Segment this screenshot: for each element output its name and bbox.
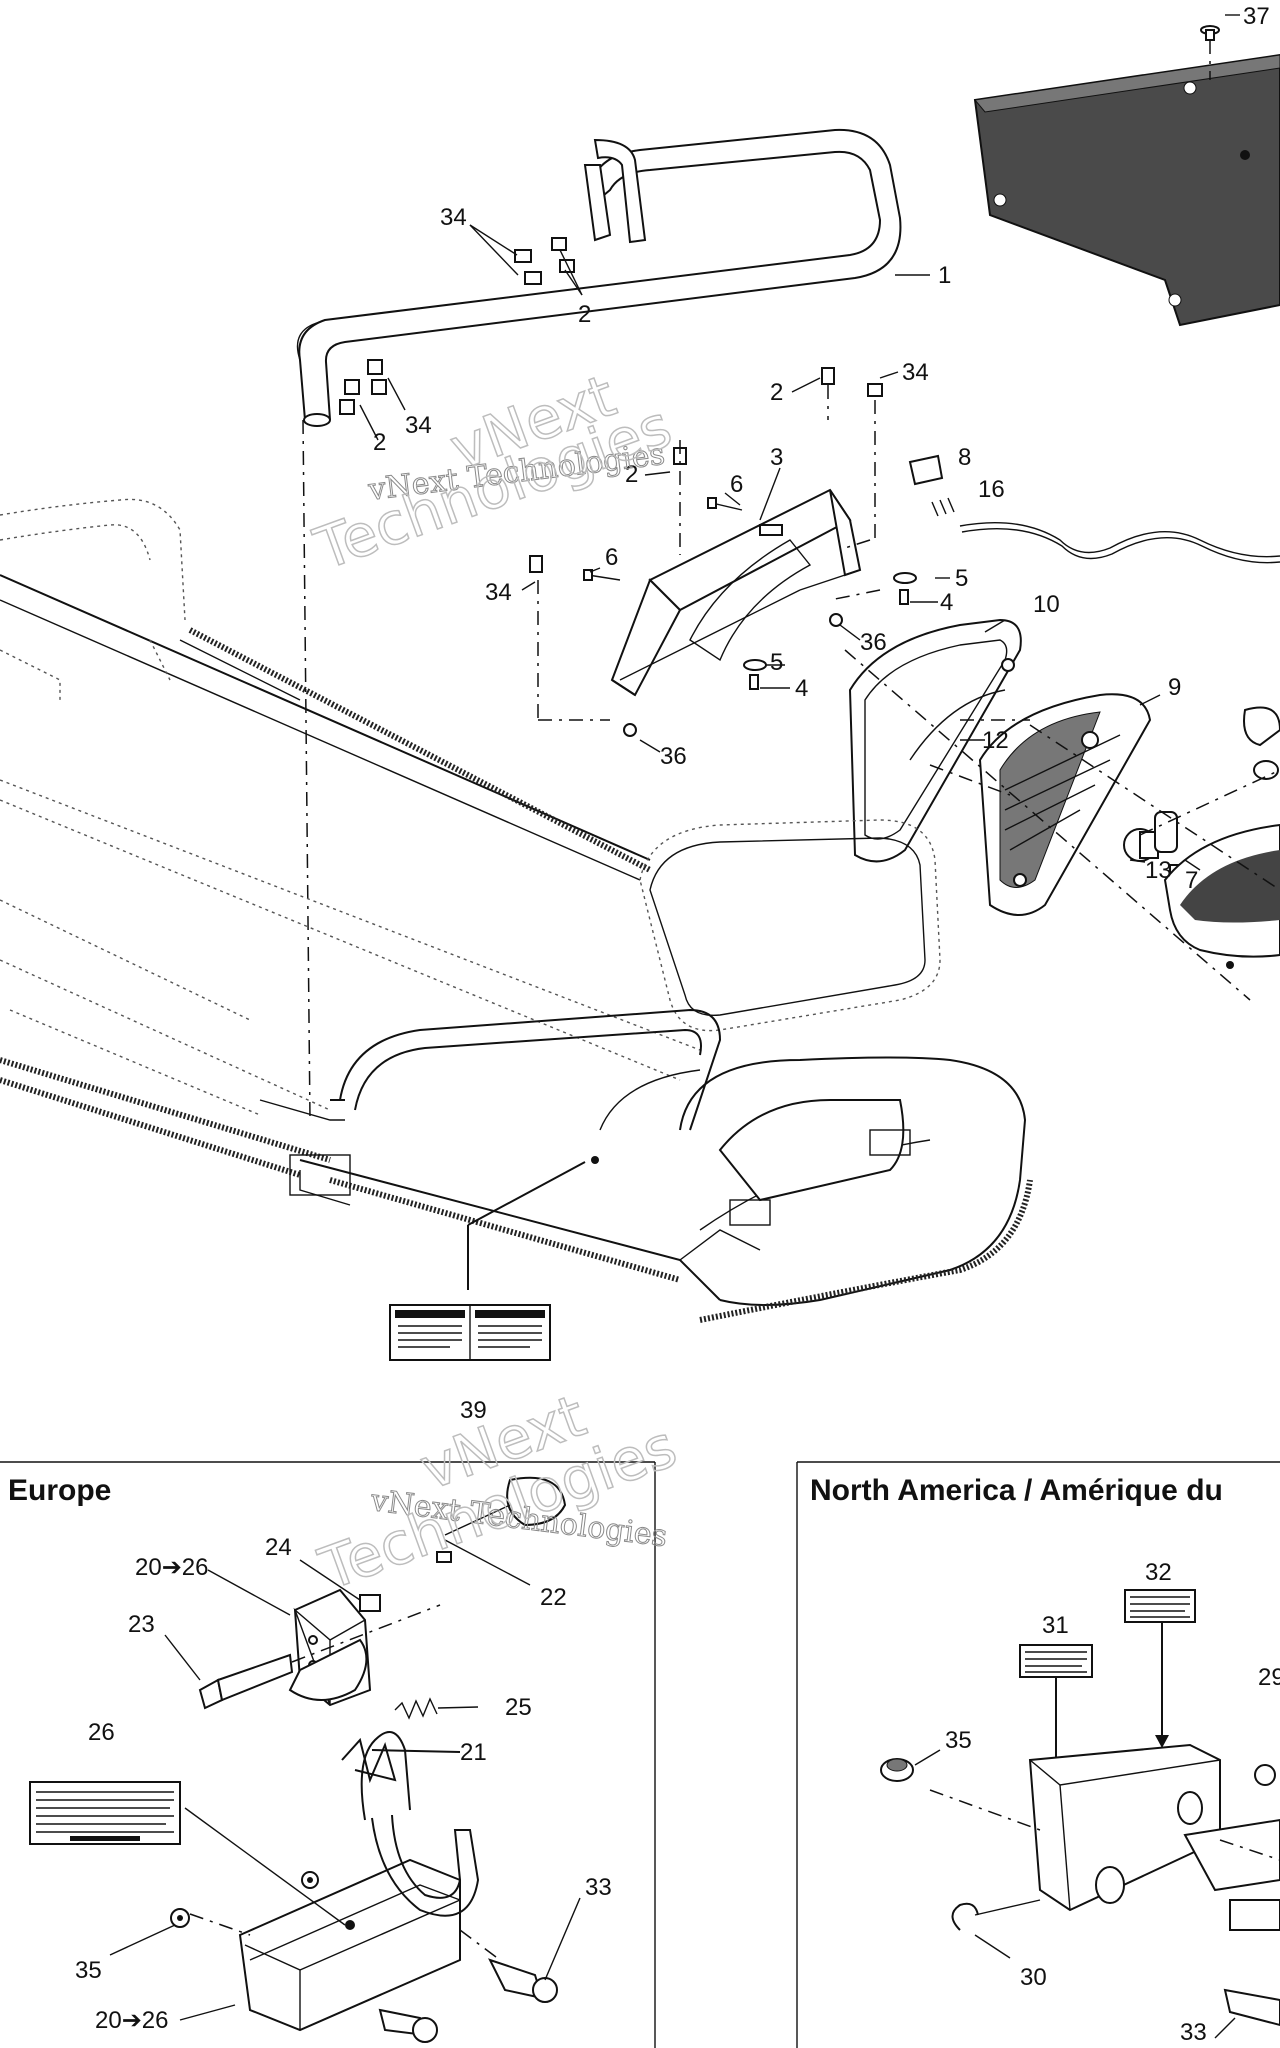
light-bracket (610, 488, 862, 697)
na-grommet-35 (880, 1758, 914, 1782)
europe-panel: Europe (0, 1461, 656, 2048)
callout-5-b: 5 (770, 649, 783, 676)
eu-callout-33: 33 (585, 1874, 612, 1901)
callout-12: 12 (982, 727, 1009, 754)
europe-fasteners (170, 1807, 558, 2043)
north-america-panel: North America / Amérique du (796, 1461, 1280, 2048)
callout-34-d: 34 (485, 579, 512, 606)
callout-6-b: 6 (605, 544, 618, 571)
callout-34-a: 34 (440, 204, 467, 231)
na-callout-29: 29 (1258, 1664, 1280, 1691)
callout-2-a: 2 (578, 301, 591, 328)
screw-37 (1200, 25, 1220, 41)
callout-2-b: 2 (770, 379, 783, 406)
callout-10: 10 (1033, 591, 1060, 618)
callout-2-d: 2 (625, 461, 638, 488)
grab-handle (296, 128, 902, 427)
callout-3: 3 (770, 444, 783, 471)
watermark-bottom: vNext Technologies vNext Technologies (310, 1381, 686, 1605)
callout-4-a: 4 (940, 589, 953, 616)
callout-36-b: 36 (660, 743, 687, 770)
callout-1: 1 (938, 262, 951, 289)
eu-callout-20-26-b: 20➔26 (95, 2007, 169, 2034)
callout-36-a: 36 (860, 629, 887, 656)
europe-bolt-23 (198, 1604, 441, 1710)
eu-callout-25: 25 (505, 1694, 532, 1721)
callout-6-a: 6 (730, 471, 743, 498)
na-callout-32: 32 (1145, 1559, 1172, 1586)
callout-16: 16 (978, 476, 1005, 503)
na-hitch-bracket (929, 1743, 1280, 1931)
eu-callout-35: 35 (75, 1957, 102, 1984)
na-callout-35: 35 (945, 1727, 972, 1754)
na-callout-30: 30 (1020, 1964, 1047, 1991)
eu-callout-21: 21 (460, 1739, 487, 1766)
assembly-lines (302, 385, 1280, 1121)
tunnel-frame (0, 498, 1033, 1323)
tail-light-right-side (1163, 706, 1280, 969)
na-bolt-33 (1223, 1988, 1280, 2027)
tail-light-lens (978, 693, 1152, 916)
na-clip-30 (951, 1899, 1041, 1931)
warning-decal-39 (389, 1304, 551, 1361)
eu-callout-24: 24 (265, 1534, 292, 1561)
callout-34-b: 34 (902, 359, 929, 386)
callout-9: 9 (1168, 674, 1181, 701)
rear-flap-plate (973, 25, 1280, 327)
eu-callout-23: 23 (128, 1611, 155, 1638)
na-callout-33: 33 (1180, 2019, 1207, 2046)
na-callout-31: 31 (1042, 1612, 1069, 1639)
callout-13: 13 (1145, 857, 1172, 884)
europe-title: Europe (8, 1474, 111, 1507)
eu-callout-20-26-a: 20➔26 (135, 1554, 209, 1581)
watermark-top: vNext Technologies vNext Technologies (305, 361, 681, 585)
callouts-main: 37 34 2 1 2 34 2 34 2 3 6 8 16 6 34 5 4 (359, 3, 1270, 1424)
callout-7: 7 (1185, 867, 1198, 894)
europe-springs (341, 1697, 479, 1784)
wire-connector (908, 454, 1280, 564)
europe-hitch (238, 1731, 480, 2032)
callout-39: 39 (460, 1397, 487, 1424)
eu-callout-26: 26 (88, 1719, 115, 1746)
na-title: North America / Amérique du (810, 1474, 1223, 1507)
callout-34-c: 34 (405, 412, 432, 439)
callout-5-a: 5 (955, 565, 968, 592)
europe-decal-26 (29, 1781, 181, 1845)
callout-4-b: 4 (795, 675, 808, 702)
callout-37: 37 (1243, 3, 1270, 30)
callout-2-c: 2 (373, 429, 386, 456)
eu-callout-22: 22 (540, 1584, 567, 1611)
callout-8: 8 (958, 444, 971, 471)
europe-latch (288, 1476, 567, 1707)
